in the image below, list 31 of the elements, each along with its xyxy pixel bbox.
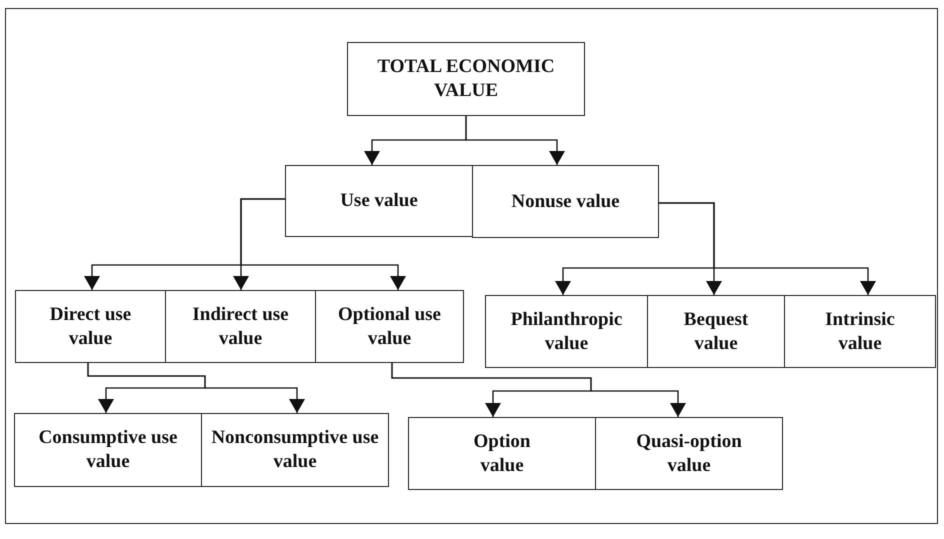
box-label: TOTAL ECONOMIC VALUE — [376, 55, 556, 103]
box-label: Intrinsic value — [824, 308, 896, 356]
arrow — [391, 363, 686, 417]
value-box — [165, 290, 316, 363]
value-box — [784, 295, 936, 368]
box-label: Nonuse value — [511, 190, 620, 214]
value-box — [201, 413, 389, 487]
value-box — [472, 165, 659, 238]
value-box — [595, 417, 783, 490]
box-label: Use value — [340, 189, 418, 213]
value-box — [15, 290, 166, 363]
value-box — [285, 165, 473, 237]
value-box — [485, 295, 648, 368]
box-label: Consumptive use value — [38, 426, 178, 474]
value-box — [14, 413, 202, 487]
box-label: Direct use value — [48, 302, 132, 350]
value-box — [408, 417, 596, 490]
box-label: Option value — [472, 430, 532, 478]
box-label: Quasi-option value — [635, 430, 743, 478]
box-label: Indirect use value — [191, 302, 290, 350]
arrow — [240, 198, 406, 290]
value-box — [315, 290, 464, 363]
value-box — [647, 295, 785, 368]
arrow — [87, 363, 305, 413]
box-label: Bequest value — [682, 308, 750, 356]
box-label: Optional use value — [337, 302, 442, 350]
box-label: Philanthropic value — [510, 308, 624, 356]
arrow — [659, 202, 876, 295]
arrow — [465, 116, 565, 165]
box-label: Nonconsumptive use value — [210, 426, 380, 474]
value-box — [347, 42, 585, 116]
